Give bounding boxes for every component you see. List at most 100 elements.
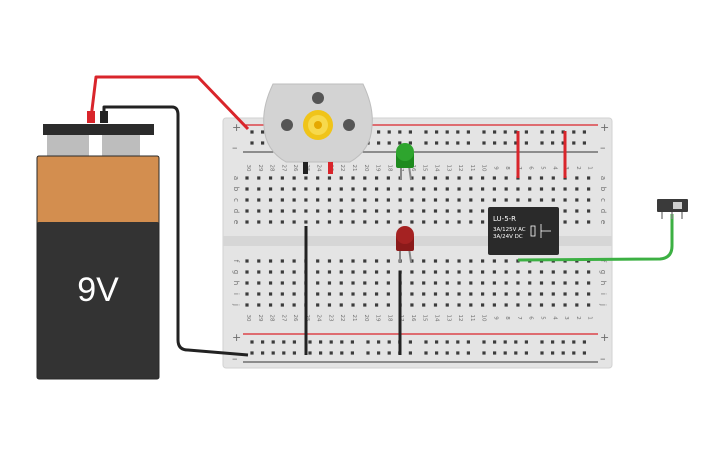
column-number-top: 18 [386, 165, 392, 172]
motor-gear-icon [303, 110, 333, 140]
battery-minus-clip [100, 111, 108, 123]
column-number-bottom: 7 [516, 316, 522, 320]
black-wire-battery-to-rail[interactable] [102, 105, 249, 357]
column-number-bottom: 11 [469, 315, 475, 322]
slide-switch[interactable] [657, 199, 688, 219]
row-letter-bottom-left: g [232, 270, 240, 274]
row-letter-bottom-left: h [232, 281, 240, 285]
column-number-top: 11 [469, 165, 475, 172]
rail-minus-bottom-left: – [232, 352, 238, 365]
row-letter-bottom-left: j [232, 303, 240, 306]
column-number-bottom: 15 [422, 315, 428, 322]
column-number-top: 13 [445, 165, 451, 172]
row-letter-top-left: c [232, 198, 240, 202]
column-number-bottom: 19 [375, 315, 381, 322]
relay[interactable]: LU-5-R 3A/125V AC 3A/24V DC [488, 207, 559, 255]
column-number-top: 6 [528, 166, 534, 170]
column-number-bottom: 6 [528, 316, 534, 320]
column-number-top: 5 [540, 166, 546, 170]
column-number-bottom: 14 [433, 315, 439, 322]
column-number-top: 1 [587, 166, 593, 170]
column-number-bottom: 26 [292, 315, 298, 322]
row-letter-bottom-left: f [232, 260, 240, 263]
column-number-top: 24 [316, 165, 322, 172]
column-number-bottom: 16 [410, 315, 416, 322]
row-letter-bottom-right: h [599, 281, 607, 285]
row-letter-top-right: a [599, 176, 607, 180]
row-letter-top-left: e [232, 220, 240, 224]
breadboard[interactable]: 3030292928282727262625252424232322222121… [222, 117, 613, 369]
column-number-bottom: 23 [327, 315, 333, 322]
column-number-top: 29 [257, 165, 263, 172]
column-number-top: 8 [504, 166, 510, 170]
column-number-top: 4 [551, 166, 557, 170]
column-number-top: 12 [457, 165, 463, 172]
column-number-bottom: 28 [269, 315, 275, 322]
relay-symbol-icon [530, 224, 551, 238]
battery-plus-clip [87, 111, 95, 123]
row-letter-bottom-right: g [599, 270, 607, 274]
column-number-top: 14 [433, 165, 439, 172]
row-letter-top-right: e [599, 220, 607, 224]
column-number-bottom: 21 [351, 315, 357, 322]
row-letter-top-left: a [232, 176, 240, 180]
column-number-top: 28 [269, 165, 275, 172]
column-number-top: 27 [280, 165, 286, 172]
row-letter-bottom-right: i [599, 293, 607, 295]
column-number-bottom: 9 [492, 316, 498, 320]
column-number-top: 21 [351, 165, 357, 172]
column-number-bottom: 20 [363, 315, 369, 322]
column-number-bottom: 30 [245, 315, 251, 322]
row-letter-bottom-right: f [599, 260, 607, 263]
row-letter-top-left: b [232, 187, 240, 192]
column-number-bottom: 10 [481, 315, 487, 322]
column-number-bottom: 1 [587, 316, 593, 320]
column-number-top: 15 [422, 165, 428, 172]
rail-minus-top-right: – [600, 141, 606, 154]
column-number-bottom: 4 [551, 316, 557, 320]
green-wire-switch[interactable] [517, 214, 674, 262]
column-number-bottom: 12 [457, 315, 463, 322]
rail-minus-bottom-right: – [600, 352, 606, 365]
relay-model: LU-5-R [493, 215, 516, 223]
rail-plus-top-right: + [600, 121, 609, 134]
column-number-top: 9 [492, 166, 498, 170]
row-letter-top-right: c [599, 198, 607, 202]
column-number-bottom: 13 [445, 315, 451, 322]
column-number-top: 30 [245, 165, 251, 172]
column-number-bottom: 2 [575, 316, 581, 320]
row-letter-bottom-left: i [232, 293, 240, 295]
column-number-top: 26 [292, 165, 298, 172]
row-letter-top-left: d [232, 209, 240, 213]
row-letter-top-right: d [599, 209, 607, 213]
led-green[interactable] [396, 143, 414, 181]
relay-spec-dc: 3A/24V DC [493, 234, 523, 240]
rail-plus-bottom-right: + [600, 331, 609, 344]
column-number-bottom: 22 [339, 315, 345, 322]
rail-minus-top-left: – [232, 141, 238, 154]
column-number-bottom: 29 [257, 315, 263, 322]
column-number-top: 10 [481, 165, 487, 172]
column-number-top: 16 [410, 165, 416, 172]
rail-plus-top-left: + [232, 121, 241, 134]
rail-plus-bottom-left: + [232, 331, 241, 344]
battery-label: 9V [77, 271, 119, 309]
red-wire-battery-to-rail[interactable] [89, 75, 250, 131]
column-number-top: 19 [375, 165, 381, 172]
column-number-bottom: 5 [540, 316, 546, 320]
row-letter-top-right: b [599, 187, 607, 192]
column-number-top: 20 [363, 165, 369, 172]
led-red[interactable] [396, 226, 414, 263]
column-number-bottom: 27 [280, 315, 286, 322]
column-number-top: 22 [339, 165, 345, 172]
battery-9v[interactable]: 9V [36, 124, 160, 380]
column-number-bottom: 18 [386, 315, 392, 322]
relay-spec-ac: 3A/125V AC [493, 227, 526, 233]
column-number-bottom: 24 [316, 315, 322, 322]
dc-motor[interactable] [263, 83, 373, 174]
column-number-top: 2 [575, 166, 581, 170]
column-number-bottom: 3 [563, 316, 569, 320]
column-number-bottom: 8 [504, 316, 510, 320]
row-letter-bottom-right: j [599, 303, 607, 306]
